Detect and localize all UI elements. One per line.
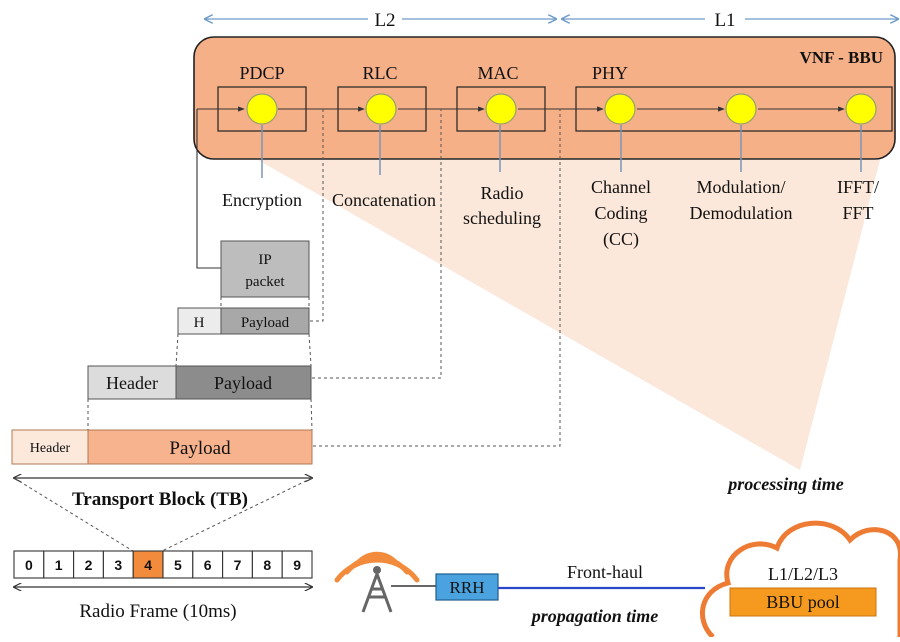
mac-header [11, 429, 89, 465]
label-modulation-1: Modulation/ [697, 177, 786, 197]
radio-frame-slot-0 [13, 550, 45, 579]
radio-frame: 0 1 2 3 4 5 6 7 8 9 [13, 550, 313, 579]
mac-payload-label: Payload [169, 438, 231, 459]
node-pdcp [246, 93, 278, 125]
pdcp-label: PDCP [239, 63, 284, 83]
node-mac [485, 93, 517, 125]
dashed-size-guides [87, 297, 313, 431]
label-modulation-2: Demodulation [690, 203, 793, 223]
label-radio-scheduling-1: Radio [481, 183, 524, 203]
bbu-pool-label: BBU pool [766, 592, 840, 612]
radio-frame-slot-label: 5 [174, 557, 182, 573]
projection-wedge [258, 160, 880, 470]
cloud-layers-label: L1/L2/L3 [768, 564, 838, 584]
mac-label: MAC [477, 63, 518, 83]
mac-header-label: Header [30, 441, 71, 456]
fronthaul-label: Front-haul [567, 562, 643, 582]
label-channel-coding-3: (CC) [603, 229, 639, 250]
pdcp-payload-label: Payload [241, 315, 290, 331]
radio-frame-slot-label: 6 [204, 557, 212, 573]
radio-frame-label: Radio Frame (10ms) [79, 601, 236, 622]
transport-block-label: Transport Block (TB) [72, 489, 248, 510]
radio-frame-slot-label: 4 [144, 557, 152, 573]
vnf-bbu-title: VNF - BBU [800, 48, 883, 67]
radio-frame-slot-3 [102, 550, 134, 579]
bbu-pool-box [729, 587, 877, 617]
ip-entry-line [196, 109, 221, 269]
ip-packet [220, 240, 310, 298]
rlc-payload [175, 365, 312, 400]
label-channel-coding-1: Channel [591, 177, 651, 197]
rlc-label: RLC [362, 63, 397, 83]
pdcp-header-label: H [194, 315, 205, 331]
mac-payload [87, 429, 313, 465]
phy-label: PHY [592, 63, 628, 83]
label-encryption: Encryption [222, 190, 302, 210]
tb-slot-guides [13, 477, 313, 552]
label-concatenation: Concatenation [332, 190, 436, 210]
label-ifft-2: FFT [842, 203, 873, 223]
pdcp-payload [220, 307, 310, 335]
radio-frame-slot-label: 1 [55, 557, 63, 573]
ip-packet-label-2: packet [245, 274, 285, 290]
pdcp-header [177, 307, 222, 335]
radio-frame-slot-4 [132, 550, 164, 579]
l1-label: L1 [714, 10, 735, 31]
rrh-box [435, 573, 499, 601]
label-radio-scheduling-2: scheduling [463, 208, 541, 228]
processing-time-label: processing time [726, 474, 844, 494]
radio-frame-slot-label: 2 [85, 557, 93, 573]
rlc-header [87, 365, 177, 400]
l2-label: L2 [374, 10, 395, 31]
node-rlc [365, 93, 397, 125]
rlc-payload-label: Payload [214, 373, 272, 393]
radio-frame-slot-9 [281, 550, 313, 579]
radio-frame-slot-label: 3 [114, 557, 122, 573]
rrh-label: RRH [450, 578, 485, 597]
rlc-header-label: Header [106, 373, 158, 393]
radio-frame-slot-label: 8 [263, 557, 271, 573]
node-modulation [725, 93, 757, 125]
ip-packet-label-1: IP [258, 252, 271, 268]
radio-frame-slot-label: 7 [234, 557, 242, 573]
label-ifft-1: IFFT/ [837, 177, 879, 197]
antenna-tower-icon [334, 551, 420, 613]
dashed-layer-links [310, 109, 561, 447]
radio-frame-slot-label: 0 [25, 557, 33, 573]
node-channel-coding [604, 93, 636, 125]
propagation-time-label: propagation time [530, 606, 659, 626]
label-channel-coding-2: Coding [594, 203, 647, 223]
radio-frame-slot-label: 9 [293, 557, 301, 573]
node-ifft [845, 93, 877, 125]
